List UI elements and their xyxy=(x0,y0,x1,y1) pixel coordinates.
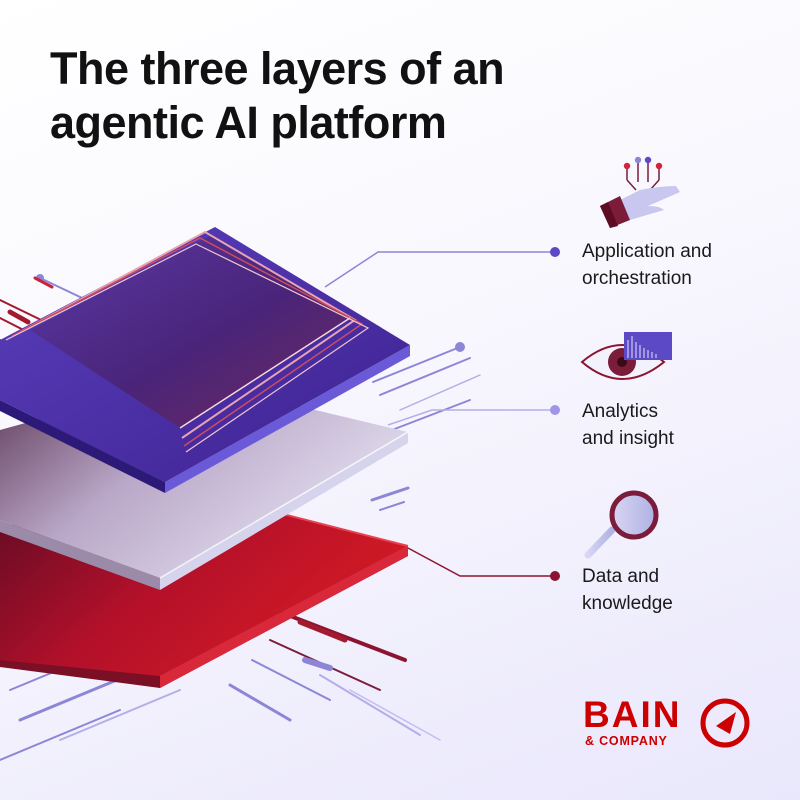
label-analytics-insight: Analytics and insight xyxy=(582,398,792,452)
label-application-orchestration: Application and orchestration xyxy=(582,238,792,292)
title-line-1: The three layers of an xyxy=(50,43,505,94)
brand-subtitle: & COMPANY xyxy=(585,734,668,748)
label-line-2: knowledge xyxy=(582,593,673,614)
label-line-1: Data and xyxy=(582,566,660,587)
bain-compass-icon xyxy=(700,698,750,748)
label-line-2: orchestration xyxy=(582,268,692,289)
title-line-2: agentic AI platform xyxy=(50,97,447,148)
eye-chart-icon xyxy=(580,332,672,380)
brand-name: BAIN xyxy=(583,694,682,735)
label-data-knowledge: Data and knowledge xyxy=(582,563,792,617)
leader-lines xyxy=(324,247,560,581)
label-line-1: Application and xyxy=(582,241,712,262)
hand-circuit-icon xyxy=(600,156,680,228)
magnifier-icon xyxy=(584,490,659,559)
layer-application-orchestration xyxy=(0,227,410,493)
label-line-2: and insight xyxy=(582,428,674,449)
label-line-1: Analytics xyxy=(582,401,659,422)
page-title: The three layers of an agentic AI platfo… xyxy=(50,42,670,150)
